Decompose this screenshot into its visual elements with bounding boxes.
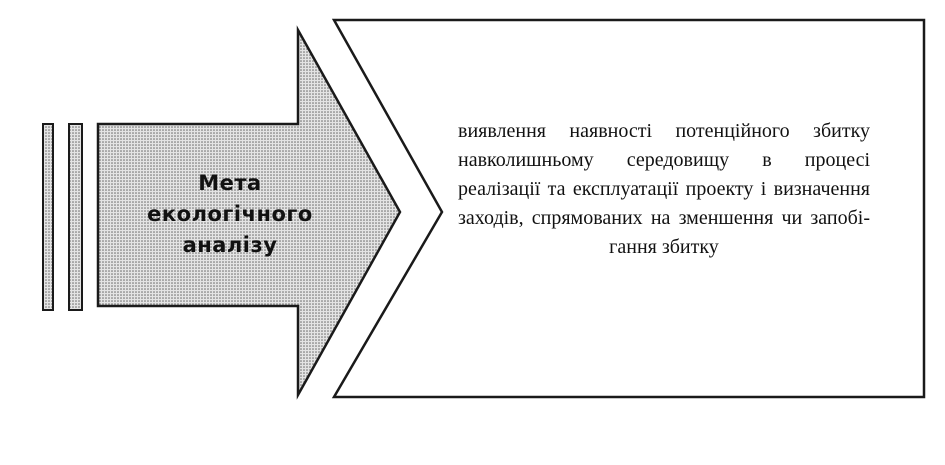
arrow-label-line-3: аналізу: [182, 233, 278, 257]
goal-arrow-shape: [96, 25, 402, 400]
arrow-label-line-2: екологічного: [147, 202, 313, 226]
goal-text-box: [331, 18, 926, 399]
left-bar-2: [68, 123, 83, 311]
goal-description: виявлення наявності потенційного збитку …: [458, 120, 870, 258]
arrow-label-line-1: Мета: [198, 171, 262, 195]
left-bar-1: [42, 123, 54, 311]
arrow-label: Мета екологічного аналізу: [130, 168, 330, 261]
